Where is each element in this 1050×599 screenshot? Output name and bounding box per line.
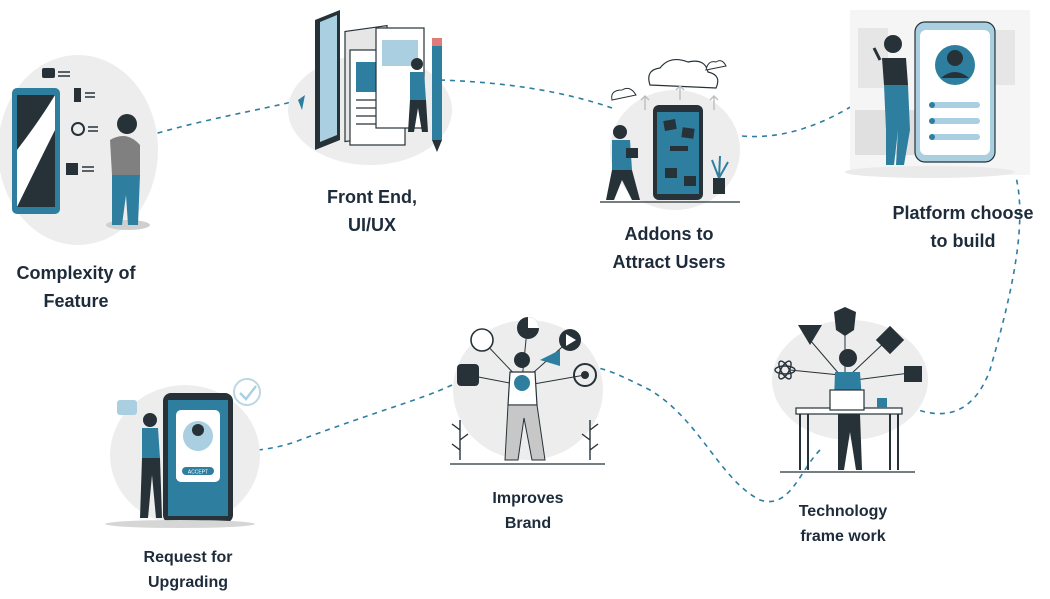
react-icon	[774, 360, 796, 380]
step-upgrading-label: Request for Upgrading	[120, 545, 256, 595]
angular-icon	[834, 307, 856, 336]
step-label-line: Platform choose	[892, 203, 1034, 223]
step-platform-label: Platform choose to build	[880, 199, 1046, 255]
step-label-line: Upgrading	[148, 574, 228, 591]
step-label-line: Improves	[492, 490, 564, 507]
step-addons-label: Addons to Attract Users	[598, 220, 740, 276]
complexity-illustration	[0, 55, 158, 245]
step-label-line: Complexity of	[16, 263, 136, 283]
target-icon	[573, 363, 597, 387]
step-frontend-label: Front End, UI/UX	[302, 183, 442, 239]
globe-icon	[470, 328, 494, 352]
check-badge-icon	[233, 378, 262, 406]
step-label-line: Feature	[43, 291, 109, 311]
step-label-line: Request for	[143, 549, 233, 566]
upgrading-illustration: ACCEPT	[105, 378, 262, 528]
brand-illustration	[450, 317, 605, 465]
connector-path	[147, 79, 1021, 503]
step-label-line: UI/UX	[347, 215, 396, 235]
accept-button-label: ACCEPT	[188, 470, 208, 476]
step-technology-label: Technology frame work	[778, 499, 908, 549]
step-label-line: Front End,	[327, 187, 417, 207]
vue-icon	[798, 325, 822, 345]
frontend-illustration	[288, 10, 452, 165]
step-complexity-label: Complexity of Feature	[6, 259, 146, 315]
flutter-icon	[875, 325, 905, 355]
step-label-line: frame work	[800, 528, 886, 545]
step-label-line: Brand	[504, 515, 552, 532]
step-label-line: Technology	[798, 503, 888, 520]
step-label-line: Attract Users	[612, 252, 726, 272]
step-label-line: Addons to	[624, 224, 714, 244]
gift-icon	[457, 364, 479, 386]
platform-illustration	[845, 10, 1030, 178]
step-brand-label: Improves Brand	[472, 486, 584, 536]
addons-illustration	[600, 58, 740, 210]
heart-bubble-icon	[117, 400, 137, 415]
technology-illustration	[772, 307, 928, 473]
swift-icon	[904, 366, 922, 382]
step-label-line: to build	[930, 231, 996, 251]
